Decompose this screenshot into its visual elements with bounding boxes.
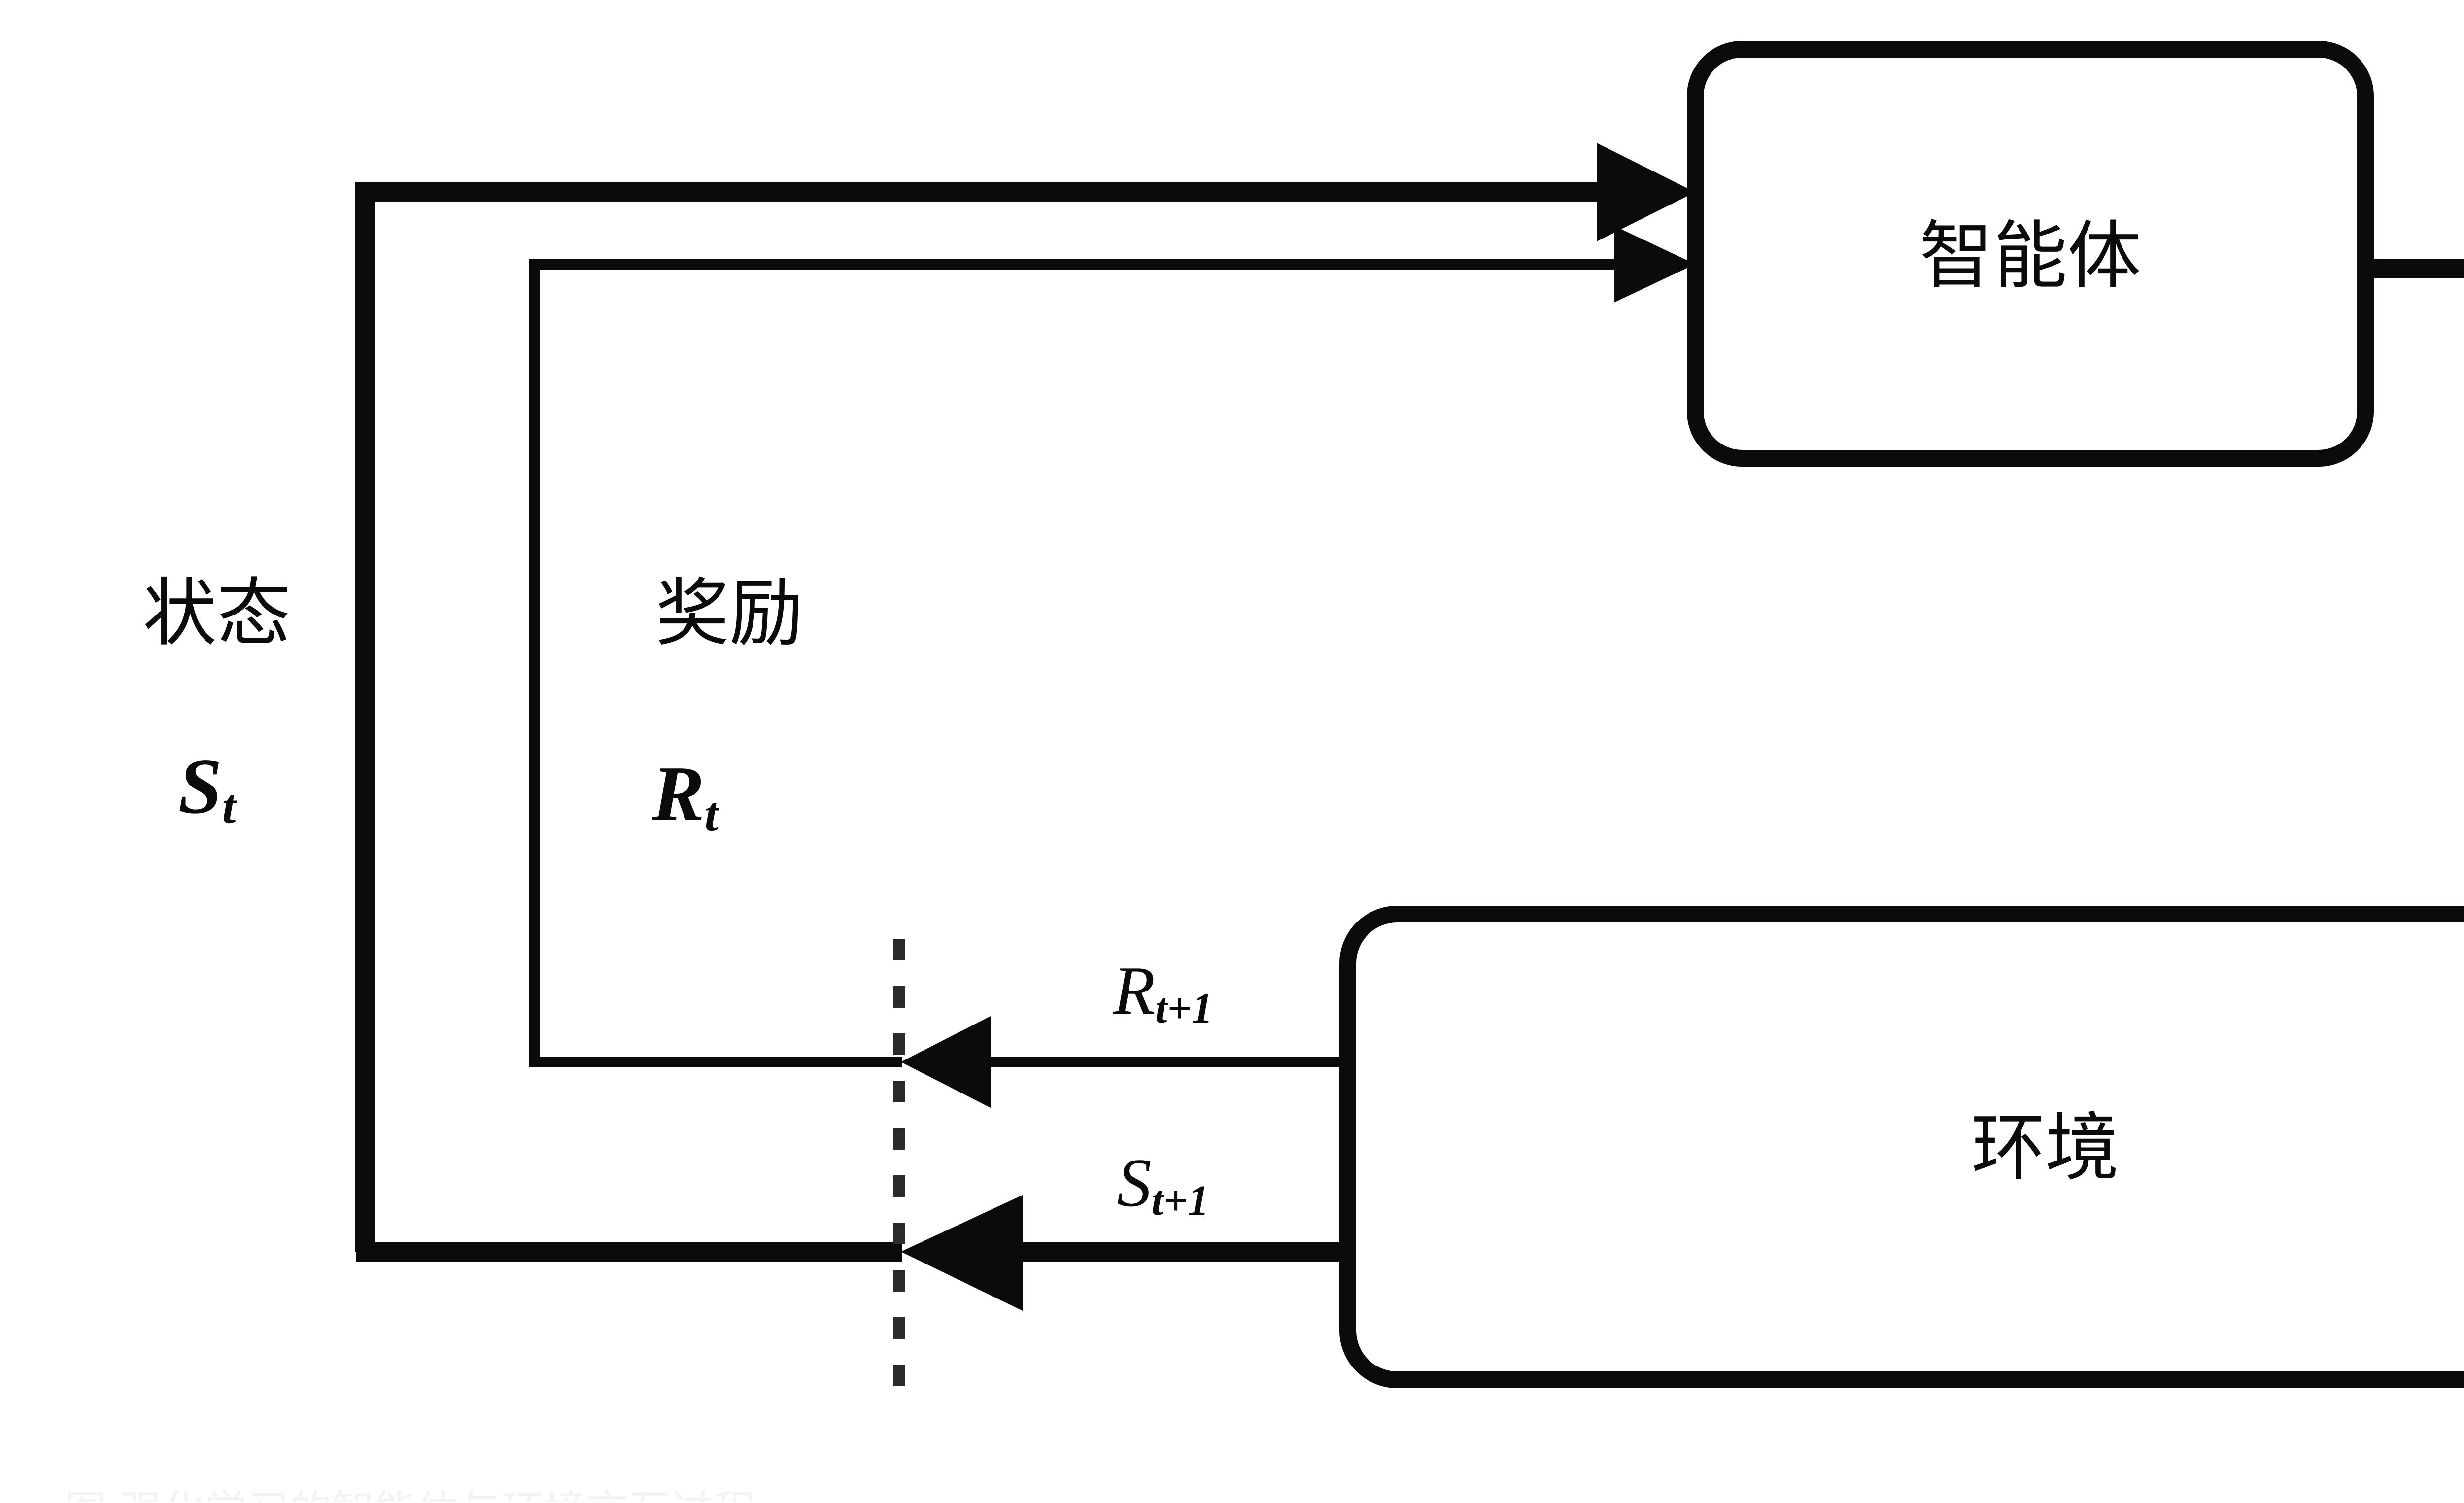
next-reward-symbol-label: Rt+1	[1113, 953, 1213, 1032]
state-label-group: 状态 St	[143, 571, 291, 834]
reward-arrow-head-icon	[1614, 226, 1695, 303]
next-state-sub: t+1	[1152, 1177, 1209, 1224]
state-symbol-base: S	[178, 742, 222, 830]
next-reward-edge	[901, 1016, 1348, 1108]
reward-label-group: 奖励 Rt	[651, 571, 803, 841]
state-symbol-sub: t	[222, 780, 238, 834]
state-symbol-label: St	[178, 742, 238, 834]
next-state-edge	[901, 1195, 1348, 1311]
agent-label: 智能体	[1919, 213, 2141, 299]
agent-box-shape	[1687, 41, 2374, 467]
agent-node[interactable]: 智能体	[1687, 41, 2374, 467]
next-state-base: S	[1117, 1145, 1152, 1221]
reward-symbol-base: R	[651, 750, 705, 837]
reward-symbol-label: Rt	[651, 750, 720, 841]
next-state-symbol-label: St+1	[1117, 1145, 1209, 1225]
next-state-arrow-head-icon	[901, 1195, 1023, 1311]
environment-box-shape	[1339, 906, 2464, 1388]
next-reward-arrow-head-icon	[901, 1016, 991, 1108]
reward-edge-path	[529, 226, 1695, 1067]
state-name-label: 状态	[143, 571, 291, 656]
figure-caption: 图 强化学习的智能体与环境交互过程	[64, 1489, 1592, 1502]
reward-symbol-sub: t	[705, 787, 720, 841]
environment-node[interactable]: 环境	[1339, 906, 2464, 1388]
next-reward-sub: t+1	[1155, 985, 1213, 1032]
reward-name-label: 奖励	[655, 571, 803, 656]
next-reward-base: R	[1113, 953, 1156, 1029]
state-edge-path	[355, 143, 1695, 1262]
environment-label: 环境	[1971, 1105, 2119, 1191]
state-arrow-head-icon	[1597, 143, 1695, 241]
